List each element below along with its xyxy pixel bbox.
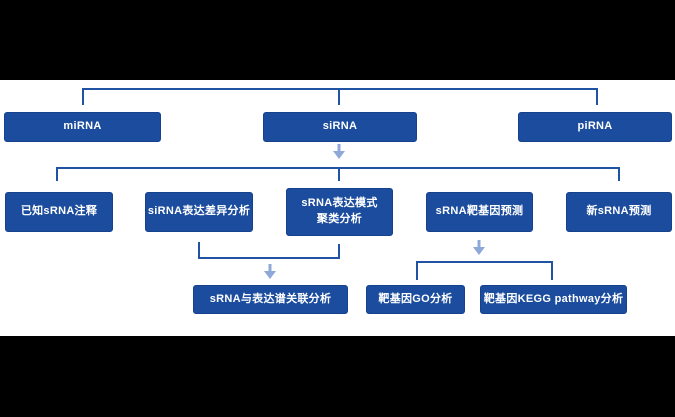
node-srna-expression-pattern-clustering: sRNA表达模式 聚类分析 <box>286 188 393 236</box>
node-srna-expression-pattern-line1: sRNA表达模式 <box>301 197 378 210</box>
arrow-down-icon <box>472 240 486 256</box>
node-mirna: miRNA <box>4 112 161 142</box>
node-srna-target-prediction-label: sRNA靶基因预测 <box>435 205 524 218</box>
connector-top-bracket <box>82 88 598 90</box>
connector-merge-bar <box>198 257 340 259</box>
connector-top-tick-center <box>338 88 340 105</box>
node-srna-expression-pattern-line2: 聚类分析 <box>316 213 363 225</box>
node-target-gene-go-analysis-label: 靶基因GO分析 <box>378 292 453 305</box>
connector-merge-right <box>338 244 340 259</box>
node-sirna: siRNA <box>263 112 417 142</box>
connector-row2-tick-left <box>56 167 58 181</box>
node-known-srna-annotation-label: 已知sRNA注释 <box>20 205 98 218</box>
node-mirna-label: miRNA <box>63 120 102 133</box>
connector-split-left <box>416 261 418 280</box>
node-target-gene-kegg-analysis: 靶基因KEGG pathway分析 <box>480 285 627 314</box>
node-novel-srna-prediction: 新sRNA预测 <box>566 192 672 232</box>
node-sirna-differential-expression-label: siRNA表达差异分析 <box>147 205 251 218</box>
connector-top-tick-right <box>596 88 598 105</box>
node-pirna: piRNA <box>518 112 672 142</box>
connector-row2-tick-center <box>338 167 340 181</box>
node-novel-srna-prediction-label: 新sRNA预测 <box>586 205 652 218</box>
arrow-down-icon <box>263 264 277 280</box>
node-target-gene-kegg-analysis-label: 靶基因KEGG pathway分析 <box>483 292 624 305</box>
diagram-background: miRNA siRNA piRNA 已知sRNA注释 siRNA表达差异分析 s <box>0 80 675 336</box>
connector-merge-left <box>198 242 200 259</box>
arrow-down-icon <box>332 144 346 160</box>
node-sirna-label: siRNA <box>322 120 358 133</box>
node-sirna-differential-expression: siRNA表达差异分析 <box>145 192 253 232</box>
node-srna-expression-correlation-label: sRNA与表达谱关联分析 <box>209 292 332 305</box>
node-known-srna-annotation: 已知sRNA注释 <box>5 192 113 232</box>
connector-split-right <box>551 261 553 280</box>
node-target-gene-go-analysis: 靶基因GO分析 <box>366 285 465 314</box>
connector-top-tick-left <box>82 88 84 105</box>
node-srna-expression-correlation: sRNA与表达谱关联分析 <box>193 285 348 314</box>
connector-row2-tick-right <box>618 167 620 181</box>
node-pirna-label: piRNA <box>577 120 613 133</box>
connector-split-bar <box>416 261 553 263</box>
node-srna-target-prediction: sRNA靶基因预测 <box>426 192 533 232</box>
